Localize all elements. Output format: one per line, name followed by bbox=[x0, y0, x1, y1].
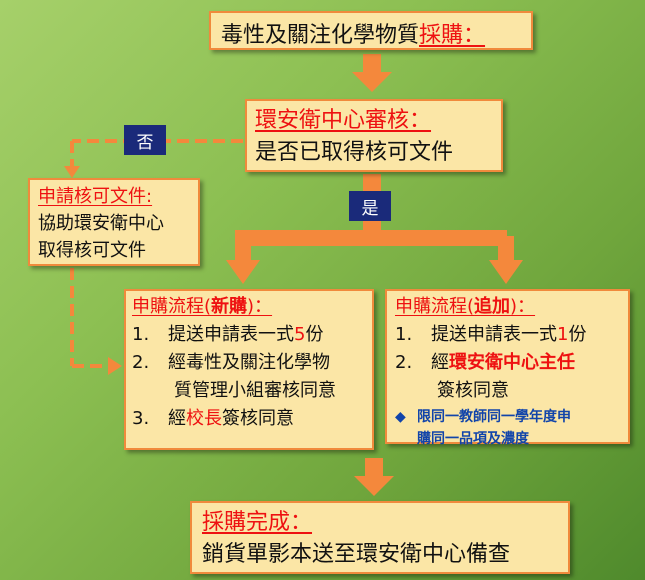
arrow-no-branch bbox=[70, 139, 243, 368]
additional-purchase-title: 申購流程(追加)： bbox=[395, 296, 536, 317]
apply-permit-title: 申請核可文件: bbox=[38, 186, 153, 207]
purchase-complete-title: 採購完成： bbox=[202, 510, 313, 535]
purchase-complete-text: 銷貨單影本送至環安衛中心備查 bbox=[202, 542, 511, 567]
list-item: 3.經校長簽核同意 bbox=[132, 408, 294, 429]
arrow-to-done bbox=[354, 458, 394, 496]
review-title: 環安衛中心審核： bbox=[255, 108, 432, 133]
purchase-start-box: 毒性及關注化學物質採購： bbox=[209, 11, 533, 50]
arrow-yes-branch bbox=[226, 174, 523, 284]
list-item: 2.經毒性及關注化學物 bbox=[132, 352, 330, 373]
arrow-no-head-down bbox=[64, 166, 80, 178]
list-item-continuation: 質管理小組審核同意 bbox=[174, 380, 336, 401]
restriction-note-continuation: 購同一品項及濃度 bbox=[417, 431, 529, 447]
apply-permit-line: 取得核可文件 bbox=[38, 240, 146, 261]
review-box: 環安衛中心審核： 是否已取得核可文件 bbox=[245, 99, 503, 172]
purchase-start-text: 毒性及關注化學物質 bbox=[221, 23, 420, 48]
apply-permit-line: 協助環安衛中心 bbox=[38, 213, 164, 234]
purchase-complete-box: 採購完成： 銷貨單影本送至環安衛中心備查 bbox=[190, 501, 570, 574]
arrow-to-review bbox=[352, 54, 392, 92]
restriction-note: ◆限同一教師同一學年度申 bbox=[395, 409, 571, 425]
purchase-start-highlight: 採購： bbox=[419, 23, 486, 48]
list-item-continuation: 簽核同意 bbox=[437, 380, 509, 401]
review-question: 是否已取得核可文件 bbox=[255, 140, 454, 165]
arrow-no-head-right bbox=[108, 357, 122, 375]
no-label: 否 bbox=[124, 125, 166, 155]
list-item: 2.經環安衛中心主任 bbox=[395, 352, 575, 373]
apply-permit-box: 申請核可文件: 協助環安衛中心 取得核可文件 bbox=[28, 178, 200, 266]
diamond-bullet-icon: ◆ bbox=[395, 409, 406, 425]
new-purchase-title: 申購流程(新購)： bbox=[132, 296, 273, 317]
yes-label: 是 bbox=[349, 191, 391, 221]
